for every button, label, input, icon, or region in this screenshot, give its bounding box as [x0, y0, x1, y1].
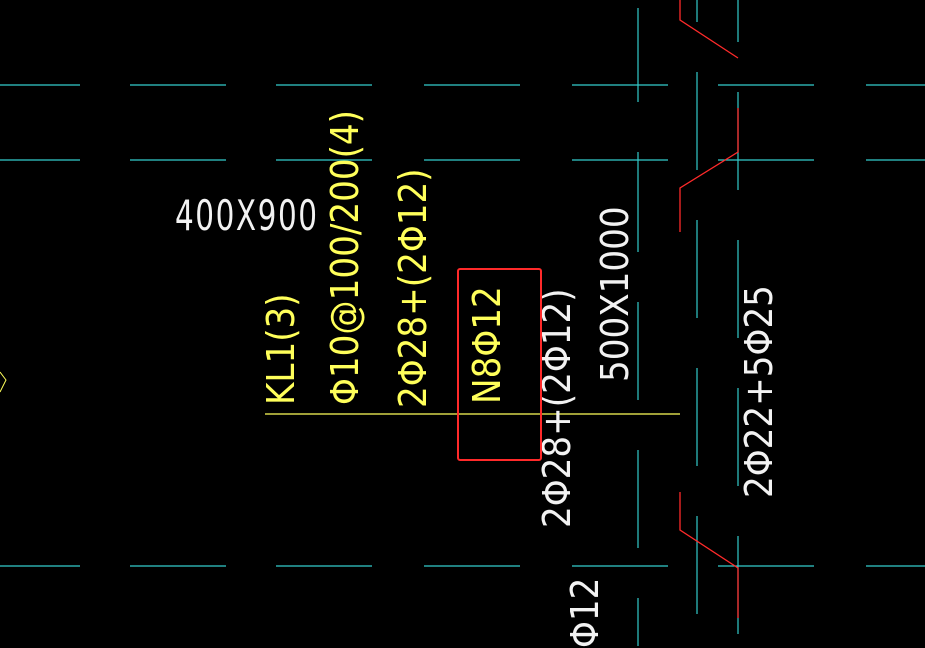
axis-lines-horizontal — [0, 84, 925, 567]
section-label-500x1000[interactable]: 500X1000 — [593, 206, 637, 382]
axis-lines-vertical — [637, 0, 739, 646]
break-lines — [679, 0, 739, 618]
selection-highlight-box — [457, 268, 542, 461]
break-line-top — [679, 0, 739, 59]
stirrup-label[interactable]: Φ10@100/200(4) — [323, 109, 367, 405]
column-bars-label[interactable]: 2Φ22+5Φ25 — [737, 285, 781, 498]
beam-name-label[interactable]: KL1(3) — [259, 293, 303, 405]
arrow-mark — [0, 371, 7, 393]
top-bars-label[interactable]: 2Φ28+(2Φ12) — [391, 168, 435, 408]
section-label-400x900[interactable]: 400X900 — [175, 191, 319, 240]
break-line-middle — [679, 108, 739, 232]
partial-bars-label[interactable]: Φ12 — [563, 577, 607, 648]
top-bars-label-2[interactable]: 2Φ28+(2Φ12) — [535, 288, 579, 528]
break-line-bottom — [679, 492, 739, 618]
